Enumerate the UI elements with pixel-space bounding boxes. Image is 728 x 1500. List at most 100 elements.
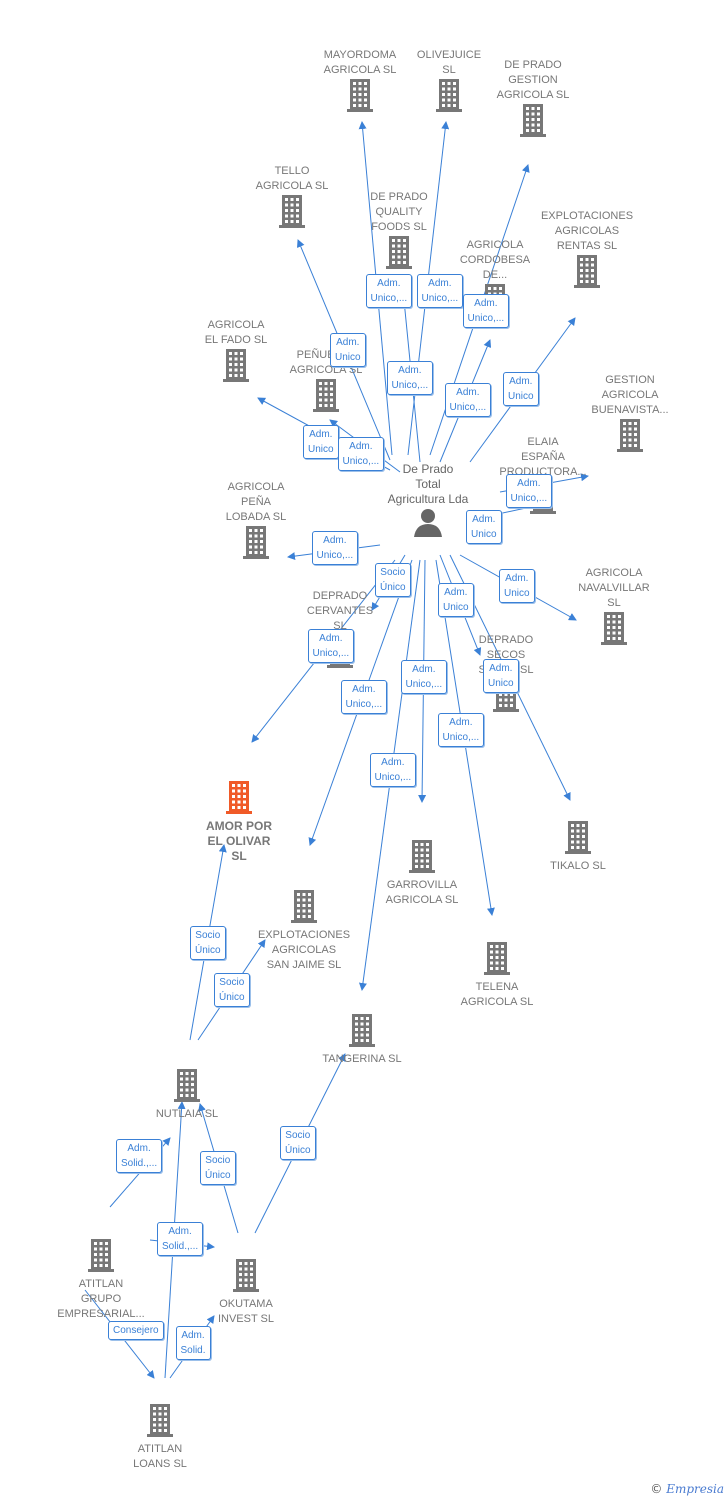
node-el-fado[interactable]: AGRICOLA EL FADO SL (176, 318, 296, 387)
relation-label[interactable]: Adm. Unico (303, 425, 339, 459)
node-label: TELENA AGRICOLA SL (460, 981, 534, 1008)
relation-label[interactable]: Adm. Unico,... (311, 531, 359, 565)
node-tangerina[interactable]: TANGERINA SL (302, 1013, 422, 1067)
node-nutlaia[interactable]: NUTLAIA SL (127, 1068, 247, 1122)
building-icon (302, 1013, 422, 1052)
building-icon (232, 194, 352, 233)
building-icon (570, 418, 690, 457)
relation-label[interactable]: Adm. Unico,... (365, 274, 413, 308)
node-penuelas[interactable]: PEÑUELAS AGRICOLA SL (266, 348, 386, 417)
node-label: ATITLAN LOANS SL (133, 1443, 187, 1470)
relation-label[interactable]: Adm. Unico (330, 333, 366, 367)
node-label: ATITLAN GRUPO EMPRESARIAL... (57, 1278, 145, 1320)
relation-label[interactable]: Adm. Unico,... (416, 274, 464, 308)
relation-label[interactable]: Adm. Solid. (175, 1326, 211, 1360)
node-amor[interactable]: AMOR POR EL OLIVAR SL (179, 780, 299, 864)
node-label: GESTION AGRICOLA BUENAVISTA... (591, 374, 669, 416)
node-label: AGRICOLA NAVALVILLAR SL (578, 567, 650, 609)
node-deprado-quality[interactable]: DE PRADO QUALITY FOODS SL (339, 190, 459, 274)
relation-label[interactable]: Adm. Unico (466, 510, 502, 544)
relation-label[interactable]: Socio Único (190, 926, 226, 960)
node-label: AGRICOLA CORDOBESA DE... (459, 239, 531, 281)
node-atitlan-loans[interactable]: ATITLAN LOANS SL (100, 1403, 220, 1472)
relation-label[interactable]: Adm. Unico,... (505, 474, 553, 508)
building-icon (186, 1258, 306, 1297)
relation-label[interactable]: Adm. Unico (483, 659, 519, 693)
building-icon (362, 839, 482, 878)
building-icon (527, 254, 647, 293)
building-icon (554, 611, 674, 650)
building-icon (518, 820, 638, 859)
relation-label[interactable]: Adm. Unico,... (444, 383, 492, 417)
node-label: De Prado Total Agricultura Lda (387, 462, 469, 506)
node-label: GARROVILLA AGRICOLA SL (385, 879, 459, 906)
node-buenavista[interactable]: GESTION AGRICOLA BUENAVISTA... (570, 373, 690, 457)
building-icon (300, 78, 420, 117)
node-garrovilla[interactable]: GARROVILLA AGRICOLA SL (362, 839, 482, 908)
relation-label[interactable]: Adm. Solid.,... (116, 1139, 163, 1173)
node-telena[interactable]: TELENA AGRICOLA SL (437, 941, 557, 1010)
building-icon (127, 1068, 247, 1107)
node-label: OKUTAMA INVEST SL (217, 1298, 275, 1325)
building-icon (266, 378, 386, 417)
footer-brand[interactable]: © Empresia (650, 1482, 724, 1496)
brand-logo: Empresia (666, 1482, 724, 1496)
building-icon (179, 780, 299, 819)
relation-label[interactable]: Socio Único (200, 1151, 236, 1185)
node-label: TANGERINA SL (322, 1053, 402, 1065)
building-icon (389, 78, 509, 117)
node-label: EXPLOTACIONES AGRICOLAS RENTAS SL (540, 210, 634, 252)
relation-label[interactable]: Socio Único (280, 1126, 316, 1160)
node-explot-rentas[interactable]: EXPLOTACIONES AGRICOLAS RENTAS SL (527, 209, 647, 293)
relation-label[interactable]: Adm. Unico,... (462, 294, 510, 328)
relation-label[interactable]: Adm. Unico,... (337, 437, 385, 471)
building-icon (100, 1403, 220, 1442)
relation-label[interactable]: Adm. Unico,... (400, 660, 448, 694)
building-icon (473, 103, 593, 142)
node-label: OLIVEJUICE SL (416, 49, 482, 76)
building-icon (244, 889, 364, 928)
relation-label[interactable]: Adm. Unico,... (386, 361, 434, 395)
node-pena-lobada[interactable]: AGRICOLA PEÑA LOBADA SL (196, 480, 316, 564)
node-label: MAYORDOMA AGRICOLA SL (323, 49, 397, 76)
building-icon (339, 235, 459, 274)
relation-label[interactable]: Socio Único (214, 973, 250, 1007)
node-deprado-gestion[interactable]: DE PRADO GESTION AGRICOLA SL (473, 58, 593, 142)
node-olivejuice[interactable]: OLIVEJUICE SL (389, 48, 509, 117)
relation-label[interactable]: Socio Único (375, 563, 411, 597)
node-label: NUTLAIA SL (155, 1108, 219, 1120)
node-label: DE PRADO QUALITY FOODS SL (370, 191, 428, 233)
relation-label[interactable]: Adm. Unico,... (307, 629, 355, 663)
building-icon (41, 1238, 161, 1277)
relation-label[interactable]: Adm. Unico,... (369, 753, 417, 787)
node-atitlan-grupo[interactable]: ATITLAN GRUPO EMPRESARIAL... (41, 1238, 161, 1322)
relation-label[interactable]: Adm. Unico (499, 569, 535, 603)
node-sanjaime[interactable]: EXPLOTACIONES AGRICOLAS SAN JAIME SL (244, 889, 364, 973)
copyright-symbol: © (650, 1482, 663, 1496)
relation-label[interactable]: Adm. Unico,... (340, 680, 388, 714)
relation-label[interactable]: Adm. Unico,... (437, 713, 485, 747)
relation-label[interactable]: Adm. Solid.,... (157, 1222, 204, 1256)
node-mayordoma[interactable]: MAYORDOMA AGRICOLA SL (300, 48, 420, 117)
person-icon (368, 507, 488, 542)
node-label: TELLO AGRICOLA SL (255, 165, 329, 192)
node-label: AMOR POR EL OLIVAR SL (206, 819, 272, 863)
node-center[interactable]: De Prado Total Agricultura Lda (368, 462, 488, 542)
relation-label[interactable]: Consejero (108, 1320, 164, 1340)
node-label: AGRICOLA EL FADO SL (204, 319, 268, 346)
building-icon (437, 941, 557, 980)
node-label: EXPLOTACIONES AGRICOLAS SAN JAIME SL (257, 929, 351, 971)
node-label: PEÑUELAS AGRICOLA SL (289, 349, 363, 376)
relation-label[interactable]: Adm. Unico (503, 372, 539, 406)
node-label: TIKALO SL (550, 860, 606, 872)
building-icon (176, 348, 296, 387)
node-okutama[interactable]: OKUTAMA INVEST SL (186, 1258, 306, 1327)
building-icon (196, 525, 316, 564)
relation-label[interactable]: Adm. Unico (438, 583, 474, 617)
node-tikalo[interactable]: TIKALO SL (518, 820, 638, 874)
node-label: DE PRADO GESTION AGRICOLA SL (496, 59, 570, 101)
node-tello[interactable]: TELLO AGRICOLA SL (232, 164, 352, 233)
node-label: DEPRADO CERVANTES SL (306, 590, 374, 632)
node-navalvillar[interactable]: AGRICOLA NAVALVILLAR SL (554, 566, 674, 650)
